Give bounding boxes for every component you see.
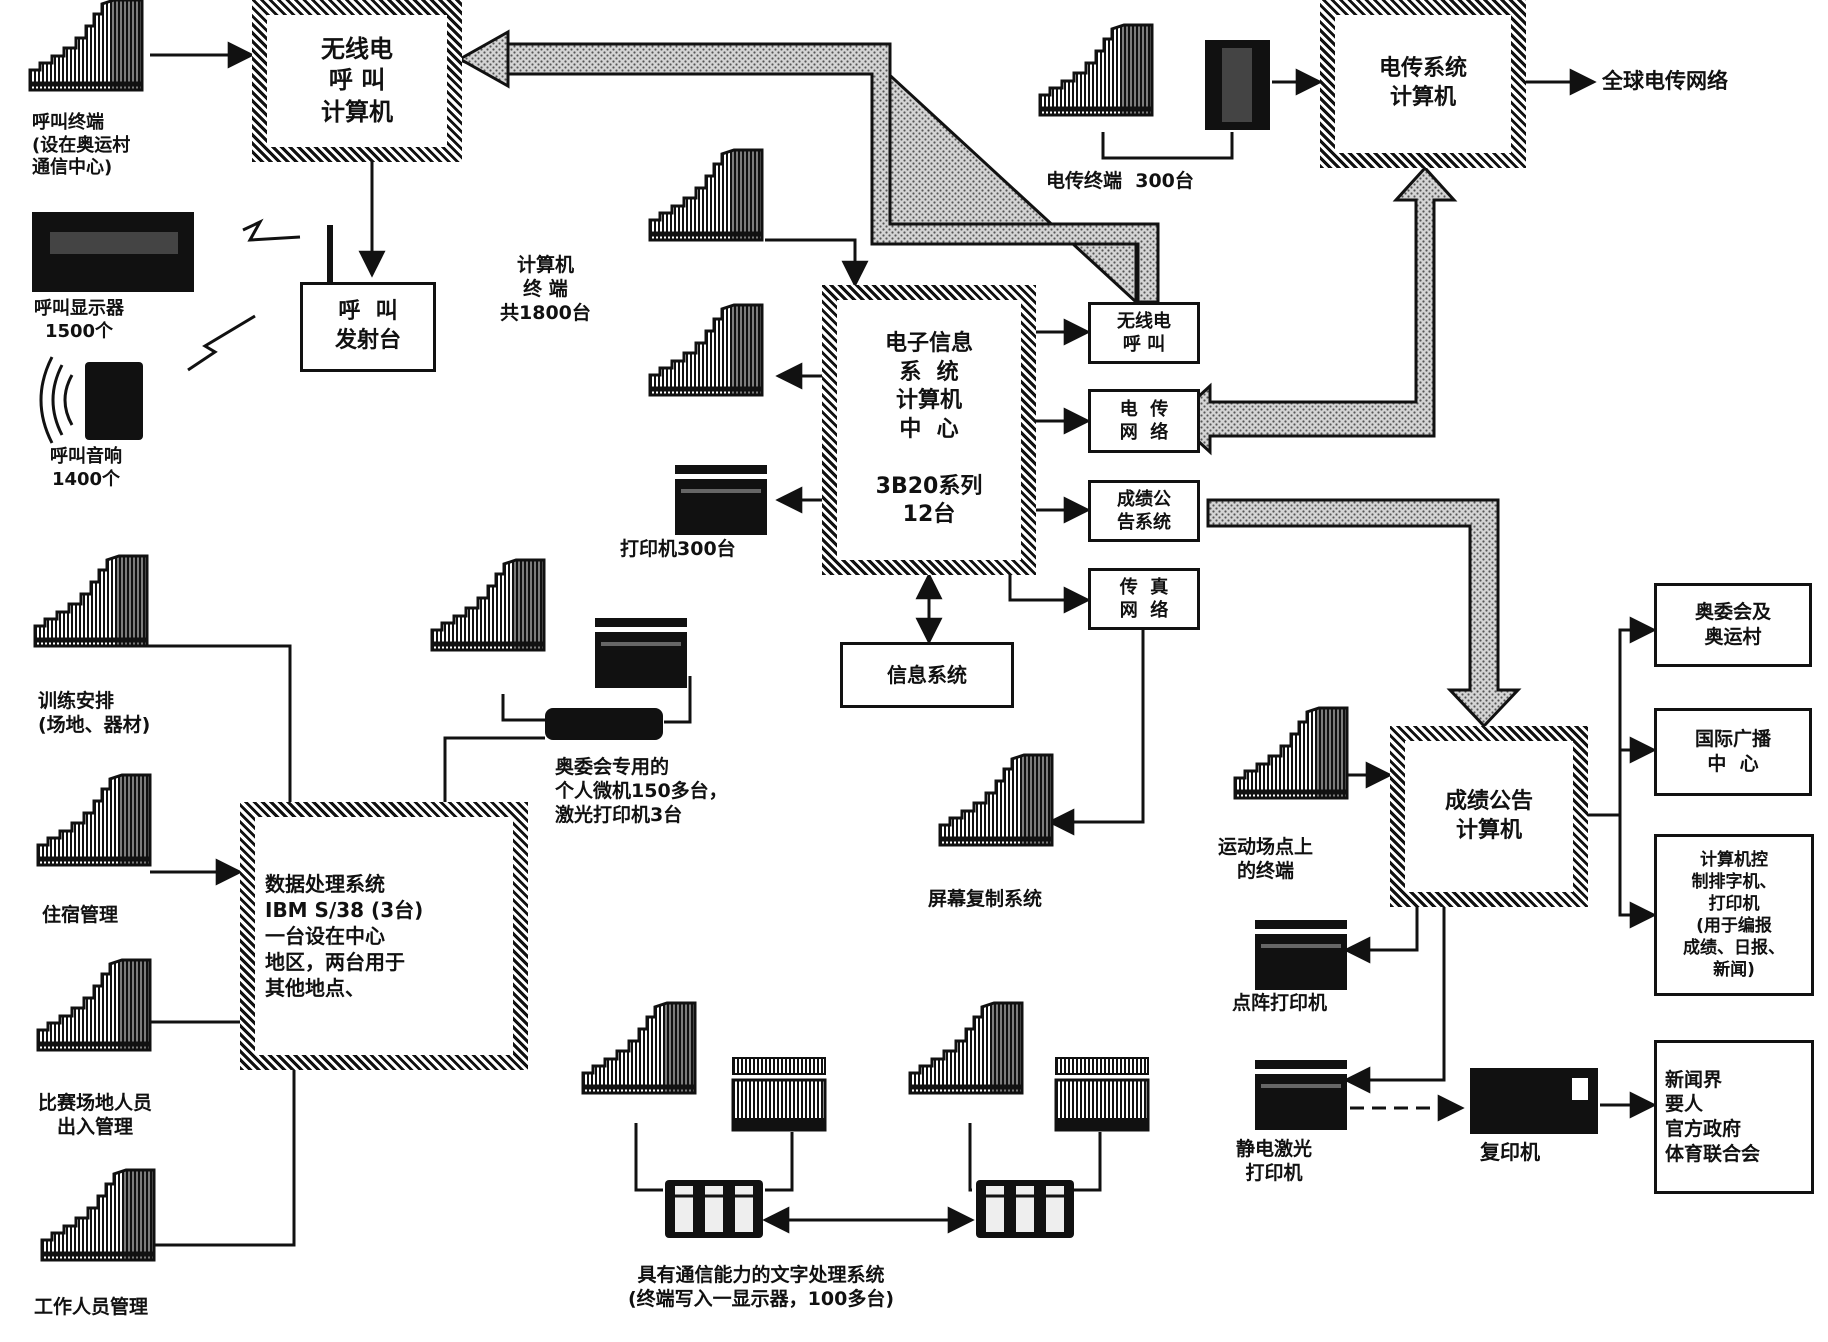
paging-display-label: 呼叫显示器 1500个 — [34, 298, 124, 342]
computer-terminal-icon — [38, 960, 150, 1050]
computer-terminal-icon — [650, 150, 762, 240]
radio-paging-small-label: 无线电 呼 叫 — [1117, 310, 1171, 355]
electronic-info-center-box: 电子信息 系 统 计算机 中 心 3B20系列 12台 — [822, 285, 1036, 575]
intl-broadcast-label: 国际广播 中 心 — [1694, 728, 1771, 775]
typesetting-label: 计算机控 制排字机、 打印机 (用于编报 成绩、日报、 新闻) — [1683, 849, 1785, 981]
organizing-committee-label: 奥委会及 奥运村 — [1694, 601, 1771, 648]
paging-beeper-icon — [85, 362, 143, 440]
info-system-label: 信息系统 — [887, 663, 967, 687]
computer-terminal-icon — [1040, 25, 1152, 115]
radio-paging-computer-label: 无线电 呼 叫 计算机 — [321, 35, 393, 126]
info-system-box: 信息系统 — [840, 642, 1014, 708]
word-processor-base-icon — [974, 1178, 1076, 1240]
copier-label: 复印机 — [1480, 1140, 1540, 1164]
training-label: 训练安排 (场地、器材) — [38, 690, 151, 736]
radio-paging-computer-box: 无线电 呼 叫 计算机 — [252, 0, 462, 162]
conn-training — [145, 644, 292, 802]
computer-terminal-icon — [650, 305, 762, 395]
paging-display-screen — [50, 232, 178, 254]
radio-wave-zigzag-2 — [187, 314, 256, 372]
results-bulletin-computer-label: 成绩公告 计算机 — [1444, 788, 1533, 843]
dot-matrix-label: 点阵打印机 — [1232, 992, 1328, 1014]
telex-terminals-label: 电传终端 300台 — [1046, 170, 1194, 192]
computer-terminal-icon — [940, 755, 1052, 845]
paging-sound-label: 呼叫音响 1400个 — [50, 446, 122, 490]
telex-network-label: 电 传 网 络 — [1119, 398, 1169, 443]
conn-wp1-proc — [765, 1132, 794, 1192]
housing-label: 住宿管理 — [42, 904, 119, 926]
pcs-label: 奥委会专用的 个人微机150多台， 激光打印机3台 — [555, 756, 728, 826]
copier-panel — [1572, 1078, 1588, 1100]
computer-terminal-icon — [432, 560, 544, 650]
staff-label: 工作人员管理 — [34, 1296, 149, 1318]
conn-terminal-center — [765, 238, 869, 288]
radio-wave-zigzag-1 — [242, 218, 301, 242]
conn-bulletin-outputs — [1588, 616, 1657, 817]
word-processor-icon — [731, 1056, 827, 1132]
conn-pc-dp — [443, 736, 545, 802]
data-processing-box: 数据处理系统 IBM S/38 (3台) 一台设在中心 地区，两台用于 其他地点… — [240, 802, 528, 1070]
conn-bulletin-dotmatrix — [1343, 907, 1419, 964]
venue-access-label: 比赛场地人员 出入管理 — [38, 1092, 153, 1138]
paging-terminal-label: 呼叫终端 (设在奥运村 通信中心) — [32, 112, 131, 178]
computer-terminal-icon — [583, 1003, 695, 1093]
printer-icon — [595, 618, 687, 688]
telex-system-computer-label: 电传系统 计算机 — [1378, 56, 1467, 110]
conn-wp2-term — [968, 1123, 972, 1192]
global-telex-label: 全球电传网络 — [1602, 69, 1728, 93]
computer-terminal-icon — [30, 0, 142, 90]
printer-icon — [1255, 1060, 1347, 1130]
computer-terminal-icon — [910, 1003, 1022, 1093]
printers-label: 打印机300台 — [620, 538, 736, 560]
telex-printer-window — [1222, 48, 1252, 122]
printer-icon — [1255, 920, 1347, 990]
results-bulletin-computer-box: 成绩公告 计算机 — [1390, 726, 1588, 907]
copier-icon — [1470, 1068, 1598, 1134]
fat-arrow-telex-bidir — [1171, 165, 1458, 456]
intl-broadcast-box: 国际广播 中 心 — [1654, 708, 1812, 796]
radio-paging-small-box: 无线电 呼 叫 — [1088, 302, 1200, 364]
results-bulletin-small-box: 成绩公 告系统 — [1088, 480, 1200, 542]
organizing-committee-box: 奥委会及 奥运村 — [1654, 583, 1812, 667]
pc-keyboard-icon — [545, 708, 663, 740]
conn-bulletin-laser — [1343, 907, 1446, 1094]
conn-fax-screen-copy — [1047, 630, 1145, 836]
printer-icon — [675, 465, 767, 535]
word-processor-icon — [1054, 1056, 1150, 1132]
conn-pc-printer — [664, 676, 692, 724]
computer-terminals-label: 计算机 终 端 共1800台 — [500, 254, 591, 324]
telex-network-box: 电 传 网 络 — [1088, 389, 1200, 453]
fat-arrow-radio-head — [456, 29, 510, 89]
word-processor-base-icon — [663, 1178, 765, 1240]
computer-terminal-icon — [35, 556, 147, 646]
typesetting-box: 计算机控 制排字机、 打印机 (用于编报 成绩、日报、 新闻) — [1654, 834, 1814, 996]
screen-copy-label: 屏幕复制系统 — [928, 888, 1043, 910]
results-bulletin-small-label: 成绩公 告系统 — [1117, 488, 1171, 533]
paging-transmitter-box: 呼 叫 发射台 — [300, 282, 436, 372]
venue-terminals-label: 运动场点上 的终端 — [1218, 836, 1314, 882]
conn-pc-terminal — [501, 694, 545, 722]
conn-staff — [150, 1070, 296, 1247]
fax-network-box: 传 真 网 络 — [1088, 568, 1200, 630]
conn-wp1-term — [634, 1123, 663, 1192]
conn-bulletin-typesetting — [1618, 815, 1657, 929]
computer-terminal-icon — [42, 1170, 154, 1260]
conn-telex-term-printer — [1101, 132, 1234, 160]
news-recipients-box: 新闻界 要人 官方政府 体育联合会 — [1654, 1040, 1814, 1194]
conn-wp2-proc — [1073, 1132, 1102, 1192]
fax-network-label: 传 真 网 络 — [1119, 576, 1169, 621]
computer-terminal-icon — [1235, 708, 1347, 798]
paging-transmitter-label: 呼 叫 发射台 — [334, 299, 401, 353]
fat-arrow-bulletin — [1206, 498, 1522, 729]
electronic-info-center-label: 电子信息 系 统 计算机 中 心 3B20系列 12台 — [875, 330, 983, 528]
sound-waves — [39, 356, 74, 444]
word-processing-label: 具有通信能力的文字处理系统 (终端写入一显示器，100多台) — [628, 1264, 895, 1310]
computer-terminal-icon — [38, 775, 150, 865]
telex-system-computer-box: 电传系统 计算机 — [1320, 0, 1526, 168]
news-recipients-label: 新闻界 要人 官方政府 体育联合会 — [1665, 1068, 1761, 1165]
data-processing-label: 数据处理系统 IBM S/38 (3台) 一台设在中心 地区，两台用于 其他地点… — [265, 872, 424, 1000]
laser-printer-label: 静电激光 打印机 — [1236, 1138, 1313, 1184]
